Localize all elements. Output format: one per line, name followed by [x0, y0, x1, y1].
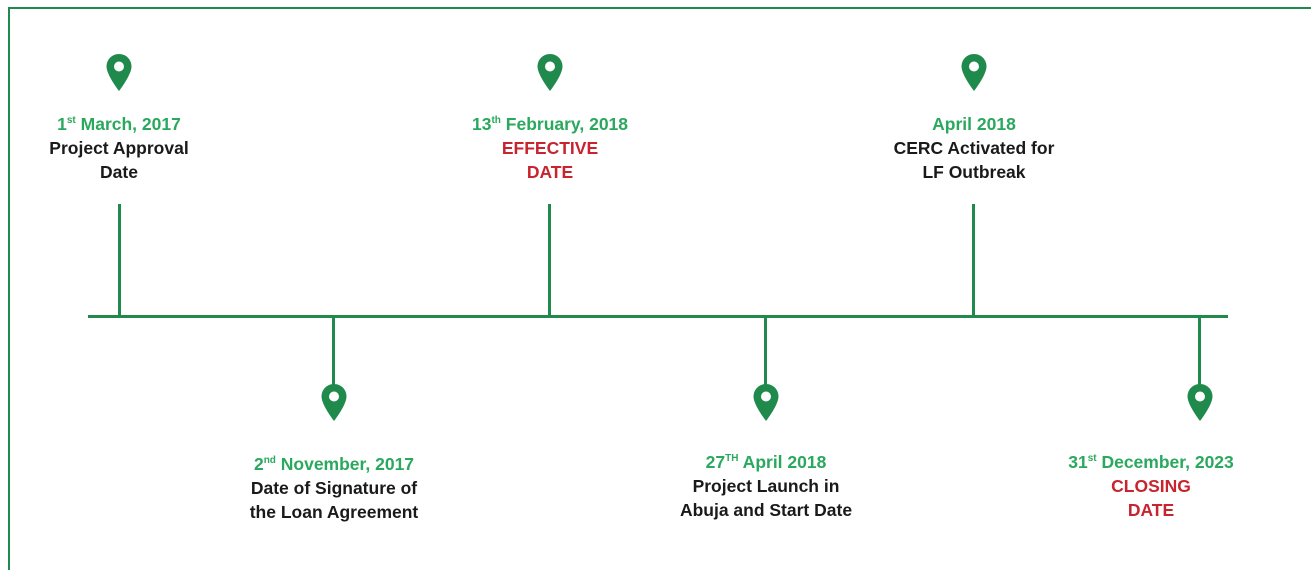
milestone-description: LF Outbreak: [922, 162, 1026, 182]
milestone-stem: [548, 204, 551, 316]
milestone-label: April 2018 CERC Activated for LF Outbrea…: [814, 112, 1134, 184]
milestone-label: 13th February, 2018 EFFECTIVE DATE: [390, 112, 710, 184]
milestone-status: DATE: [526, 162, 574, 182]
timeline-axis: [88, 315, 1228, 318]
milestone-date: 1st March, 2017: [57, 114, 181, 134]
milestone-status: EFFECTIVE: [501, 138, 599, 158]
milestone-label: 27TH April 2018 Project Launch in Abuja …: [606, 450, 926, 522]
map-pin-icon: [1186, 383, 1214, 423]
milestone-description: Project Approval: [49, 138, 189, 158]
milestone-date: 13th February, 2018: [471, 114, 629, 134]
milestone-label: 1st March, 2017 Project Approval Date: [0, 112, 279, 184]
milestone-description: Date: [100, 162, 138, 182]
milestone-status: DATE: [1127, 500, 1175, 520]
milestone-stem: [118, 204, 121, 316]
milestone-description: Project Launch in: [692, 476, 840, 496]
diagram-frame: [8, 7, 1311, 570]
milestone-stem: [972, 204, 975, 316]
milestone-status: CLOSING: [1111, 476, 1191, 496]
map-pin-icon: [105, 53, 133, 93]
milestone-date: 27TH April 2018: [705, 452, 827, 472]
milestone-label: 31st December, 2023 CLOSING DATE: [991, 450, 1311, 522]
milestone-description: Abuja and Start Date: [679, 500, 853, 520]
milestone-date: April 2018: [932, 114, 1016, 134]
milestone-stem: [1198, 316, 1201, 386]
milestone-date: 2nd November, 2017: [253, 454, 415, 474]
map-pin-icon: [960, 53, 988, 93]
map-pin-icon: [320, 383, 348, 423]
milestone-stem: [764, 316, 767, 386]
milestone-stem: [332, 316, 335, 386]
milestone-label: 2nd November, 2017 Date of Signature of …: [174, 452, 494, 524]
milestone-date: 31st December, 2023: [1068, 452, 1234, 472]
milestone-description: the Loan Agreement: [249, 502, 419, 522]
milestone-description: CERC Activated for: [893, 138, 1055, 158]
milestone-description: Date of Signature of: [250, 478, 418, 498]
map-pin-icon: [752, 383, 780, 423]
map-pin-icon: [536, 53, 564, 93]
